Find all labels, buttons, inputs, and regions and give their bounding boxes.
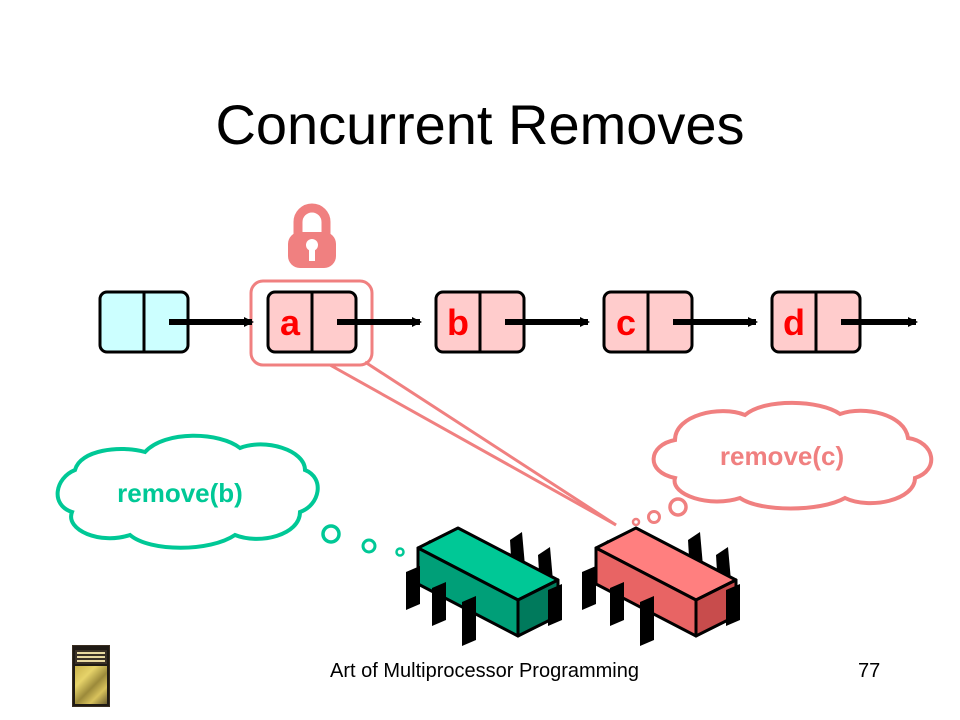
node-label: d — [783, 302, 805, 343]
thread-link-line — [364, 360, 617, 527]
node-label: b — [447, 302, 469, 343]
thought-dot — [395, 547, 405, 557]
list-node-c: c — [602, 290, 694, 354]
bubble-label-left: remove(b) — [117, 478, 243, 508]
bubble-label-right: remove(c) — [720, 441, 844, 471]
list-node-d: d — [770, 290, 862, 354]
book-art — [75, 666, 107, 704]
footer-text: Art of Multiprocessor Programming — [330, 660, 639, 682]
thought-dot — [647, 510, 661, 524]
book-title-block — [75, 650, 107, 664]
slide-title: Concurrent Removes — [215, 93, 745, 156]
red-thread-icon — [582, 526, 740, 646]
page-number: 77 — [858, 660, 881, 682]
thought-dot — [668, 497, 688, 517]
thought-dot — [321, 524, 341, 544]
thought-dot — [631, 517, 641, 527]
lock-icon — [288, 203, 336, 268]
thought-dot — [361, 538, 377, 554]
book-cover-icon — [72, 645, 110, 707]
thought-bubble-left: remove(b) — [55, 433, 405, 557]
list-node-b: b — [434, 290, 526, 354]
list-nodes: a b c d — [98, 290, 862, 354]
node-label: c — [616, 302, 636, 343]
thread-link-line — [329, 363, 617, 527]
node-label: a — [280, 302, 301, 343]
thought-bubble-right: remove(c) — [631, 400, 934, 527]
green-thread-icon — [406, 526, 562, 646]
